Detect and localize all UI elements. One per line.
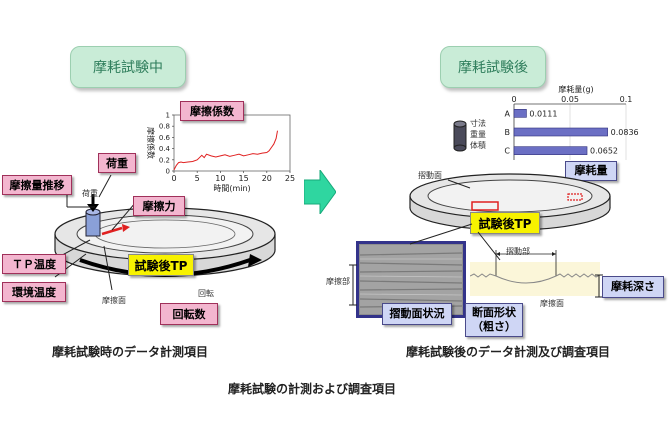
chart-title: 摩耗量(g) xyxy=(558,84,593,94)
friction-series-line xyxy=(173,130,278,171)
category-label: B xyxy=(505,128,511,137)
x-tick-label: 10 xyxy=(215,174,225,183)
friction-surface-small-label-right: 摩擦面 xyxy=(540,299,564,308)
friction-part-small-label: 摩擦部 xyxy=(326,277,350,286)
load-label: 荷重 xyxy=(98,153,136,173)
environment-temperature-label: 環境温度 xyxy=(2,282,66,302)
wear-bar xyxy=(513,127,608,137)
y-axis-label: 摩擦係数 xyxy=(146,127,156,159)
wear-amount-label: 摩耗量 xyxy=(565,161,617,181)
cross-section-label: 断面形状 （粗さ） xyxy=(465,303,523,337)
wear-depth-bracket xyxy=(595,274,603,298)
y-tick-label: 1 xyxy=(166,112,170,120)
x-tick-label: 15 xyxy=(239,174,249,183)
tp-temperature-label: ＴＰ温度 xyxy=(2,254,66,274)
x-tick-label: 25 xyxy=(285,174,295,183)
wear-transition-label: 摩擦量推移 xyxy=(2,175,72,195)
y-tick-label: 0.8 xyxy=(159,123,170,131)
footer-title: 摩耗試験の計測および調査項目 xyxy=(228,382,397,396)
category-label: C xyxy=(504,147,510,156)
wear-bar xyxy=(513,109,527,118)
friction-part-bracket xyxy=(349,264,357,306)
rotation-count-label: 回転数 xyxy=(160,303,218,325)
wear-bar xyxy=(513,146,588,155)
left-caption: 摩耗試験時のデータ計測項目 xyxy=(52,345,209,359)
x-axis-label: 時間(min) xyxy=(213,184,250,193)
friction-coefficient-label: 摩擦係数 xyxy=(180,101,244,121)
x-tick-label: 5 xyxy=(195,174,200,183)
cross-section-profile xyxy=(470,250,600,296)
after-test-title: 摩耗試験後 xyxy=(440,46,546,88)
load-small-label: 荷重 xyxy=(82,189,98,198)
legend-items: 寸法 重量 体積 xyxy=(470,118,486,151)
x-tick-label: 0.1 xyxy=(620,95,633,104)
y-tick-label: 0 xyxy=(166,168,170,176)
y-tick-label: 0.2 xyxy=(159,156,170,164)
rotation-small-label: 回転 xyxy=(198,289,214,298)
plot-area xyxy=(173,114,291,172)
load-pointer xyxy=(66,175,112,208)
y-tick-label: 0.6 xyxy=(159,134,171,142)
right-arrow-icon xyxy=(304,170,336,214)
x-tick-label: 0.05 xyxy=(561,95,579,104)
y-tick-label: 0.4 xyxy=(159,145,171,153)
x-tick-label: 0 xyxy=(511,95,516,104)
cylinder-icon xyxy=(453,120,467,152)
legend-dimension: 寸法 xyxy=(470,119,486,128)
x-tick-label: 20 xyxy=(262,174,272,183)
during-test-title: 摩耗試験中 xyxy=(70,46,186,88)
test-disk-illustration xyxy=(54,194,276,290)
bar-value-label: 0.0836 xyxy=(611,128,639,137)
right-disk-illustration xyxy=(409,173,611,231)
friction-surface-small-label: 摩擦面 xyxy=(102,296,126,305)
sliding-surface-state-label: 摺動面状況 xyxy=(382,303,452,325)
category-label: A xyxy=(505,109,511,118)
tp-after-test-label-right: 試験後TP xyxy=(470,212,540,234)
bar-value-label: 0.0652 xyxy=(590,147,618,156)
x-tick-label: 0 xyxy=(171,174,176,183)
wear-depth-label: 摩耗深さ xyxy=(602,276,664,298)
right-caption: 摩耗試験後のデータ計測及び調査項目 xyxy=(406,345,611,359)
sliding-part-small-label: 摺動部 xyxy=(506,247,530,256)
friction-force-label: 摩擦力 xyxy=(133,196,185,216)
bar-value-label: 0.0111 xyxy=(529,109,557,118)
sliding-surface-small-label: 摺動面 xyxy=(418,171,442,180)
tp-after-test-label-left: 試験後TP xyxy=(128,254,194,276)
legend-weight: 重量 xyxy=(470,130,486,139)
legend-volume: 体積 xyxy=(470,141,486,150)
